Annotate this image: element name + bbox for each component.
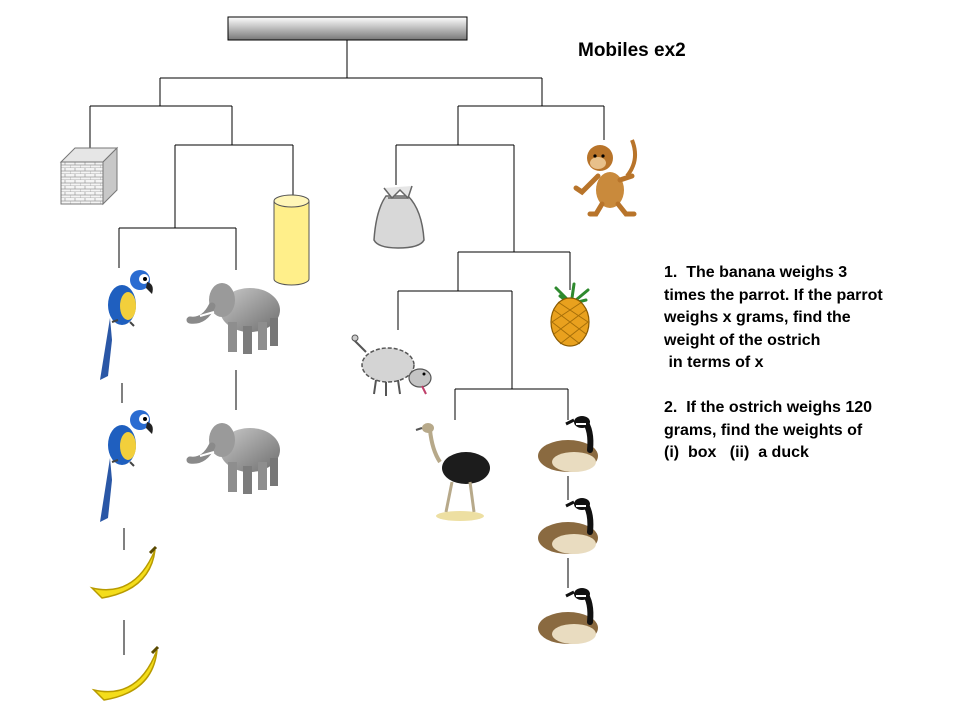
question-2-line: grams, find the weights of [664,421,863,439]
pineapple-icon [550,282,590,347]
question-1-line: in terms of x [664,354,764,371]
duck-icon [538,498,598,554]
cylinder-icon [273,194,310,286]
sheep-icon [351,334,432,396]
mobile-strings [89,40,605,655]
parrot-icon [100,270,153,380]
parrot-icon [100,410,153,522]
elephant-icon [186,283,280,354]
question-1-line: weight of the ostrich [664,331,821,349]
elephant-icon [186,423,280,494]
box-icon [59,146,119,206]
ceiling-bar [227,16,468,41]
banana-icon [91,645,160,701]
page-title: Mobiles ex2 [578,40,686,61]
monkey-icon [573,139,638,217]
ostrich-icon [415,423,490,521]
duck-icon [538,588,598,644]
question-1-line: times the parrot. If the parrot [664,286,883,304]
duck-icon [538,416,598,472]
question-1-line: 1. The banana weighs 3 [664,264,848,281]
question-1-line: weighs x grams, find the [664,309,851,326]
spacer [664,375,954,398]
question-text: 1. The banana weighs 3 times the parrot.… [664,262,954,465]
question-2-line: (i) box (ii) a duck [664,444,809,461]
banana-icon [89,545,158,599]
question-2-line: 2. If the ostrich weighs 120 [664,399,873,416]
sack-icon [373,185,425,249]
